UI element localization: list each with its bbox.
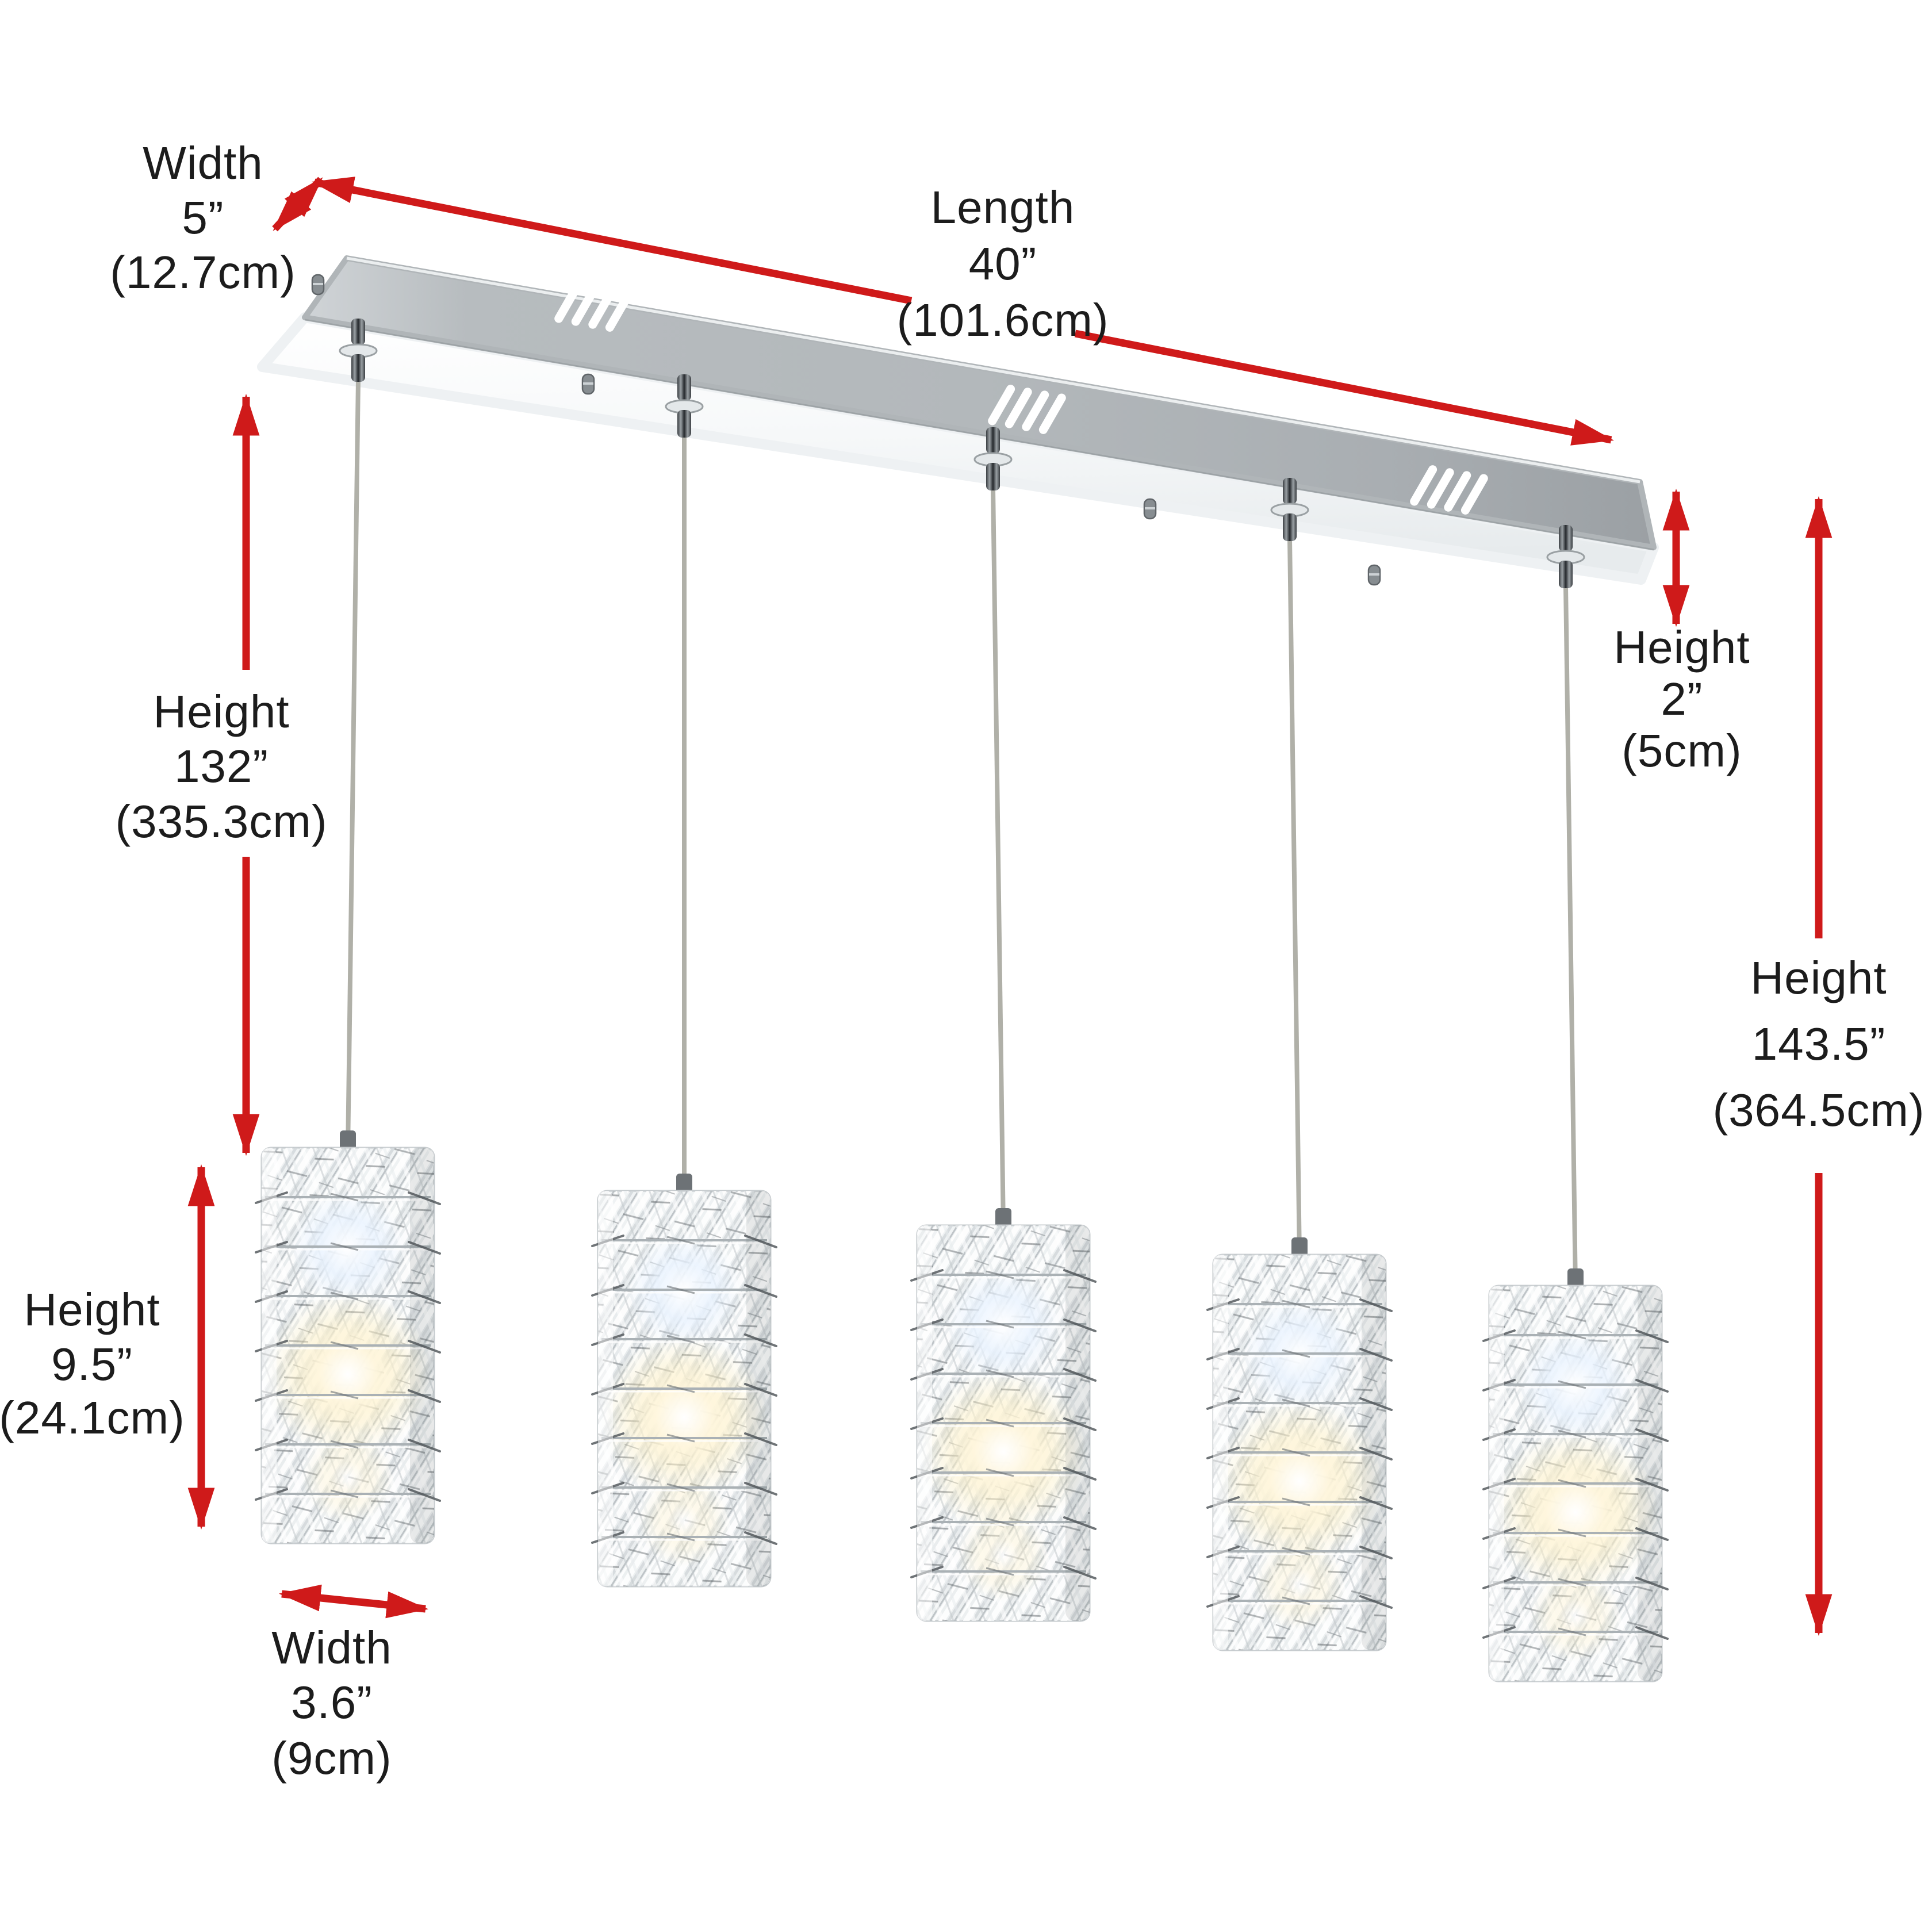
suspension-cable xyxy=(991,488,1006,1228)
canopy-width-label: Width 5” (12.7cm) xyxy=(110,137,296,298)
canopy-length-arrow-left xyxy=(311,177,913,305)
total-height-label-name: Height xyxy=(1750,952,1887,1003)
canopy-width-arrow xyxy=(272,177,324,232)
canopy-length-label-metric: (101.6cm) xyxy=(896,294,1109,346)
canopy-width-label-name: Width xyxy=(143,137,263,189)
canopy-screw xyxy=(311,274,325,296)
total-height-label-inches: 143.5” xyxy=(1752,1018,1886,1070)
canopy-band-shadow-line xyxy=(304,319,1654,551)
pendant-shade-1 xyxy=(256,1130,440,1543)
canopy-height-label: Height 2” (5cm) xyxy=(1613,622,1750,776)
shade-height-label-name: Height xyxy=(24,1284,160,1335)
drop-height-label-inches: 132” xyxy=(174,741,269,792)
canopy-length-label-inches: 40” xyxy=(969,238,1037,289)
suspension-cables xyxy=(346,379,1578,1289)
shade-height-label-metric: (24.1cm) xyxy=(0,1392,185,1443)
pendant-shade-2 xyxy=(592,1174,776,1586)
crystal-pendants xyxy=(256,1130,1667,1681)
canopy-height-label-inches: 2” xyxy=(1661,673,1703,724)
drop-height-label: Height 132” (335.3cm) xyxy=(115,686,327,847)
drop-height-label-name: Height xyxy=(153,686,289,737)
canopy-length-label-name: Length xyxy=(931,182,1075,233)
drop-height-label-metric: (335.3cm) xyxy=(115,796,327,847)
dimension-arrows xyxy=(187,177,1833,1636)
pendant-shade-3 xyxy=(911,1208,1095,1621)
shade-width-label-inches: 3.6” xyxy=(291,1677,373,1728)
suspension-cable xyxy=(346,379,361,1151)
shade-width-arrow xyxy=(278,1584,429,1619)
shade-height-label-inches: 9.5” xyxy=(51,1339,133,1390)
canopy-length-arrow-right xyxy=(1074,329,1615,446)
pendant-shade-4 xyxy=(1208,1237,1392,1650)
canopy-screw xyxy=(1143,498,1157,520)
canopy-screw xyxy=(1367,564,1381,586)
suspension-cable xyxy=(1287,538,1302,1258)
canopy-width-label-metric: (12.7cm) xyxy=(110,247,296,298)
total-height-label-metric: (364.5cm) xyxy=(1712,1084,1925,1136)
shade-width-label: Width 3.6” (9cm) xyxy=(271,1622,392,1784)
suspension-cable xyxy=(1563,585,1578,1289)
total-height-label: Height 143.5” (364.5cm) xyxy=(1712,952,1925,1136)
shade-height-label: Height 9.5” (24.1cm) xyxy=(0,1284,185,1443)
shade-width-label-metric: (9cm) xyxy=(271,1732,392,1784)
shade-width-label-name: Width xyxy=(271,1622,392,1673)
canopy-height-label-metric: (5cm) xyxy=(1621,725,1742,776)
canopy-length-label: Length 40” (101.6cm) xyxy=(896,182,1109,346)
pendant-shade-5 xyxy=(1483,1268,1667,1681)
canopy-height-label-name: Height xyxy=(1613,622,1750,673)
canopy-screw xyxy=(581,373,595,395)
canopy-width-label-inches: 5” xyxy=(182,192,224,243)
canopy-top-edge-highlight xyxy=(346,256,1640,484)
